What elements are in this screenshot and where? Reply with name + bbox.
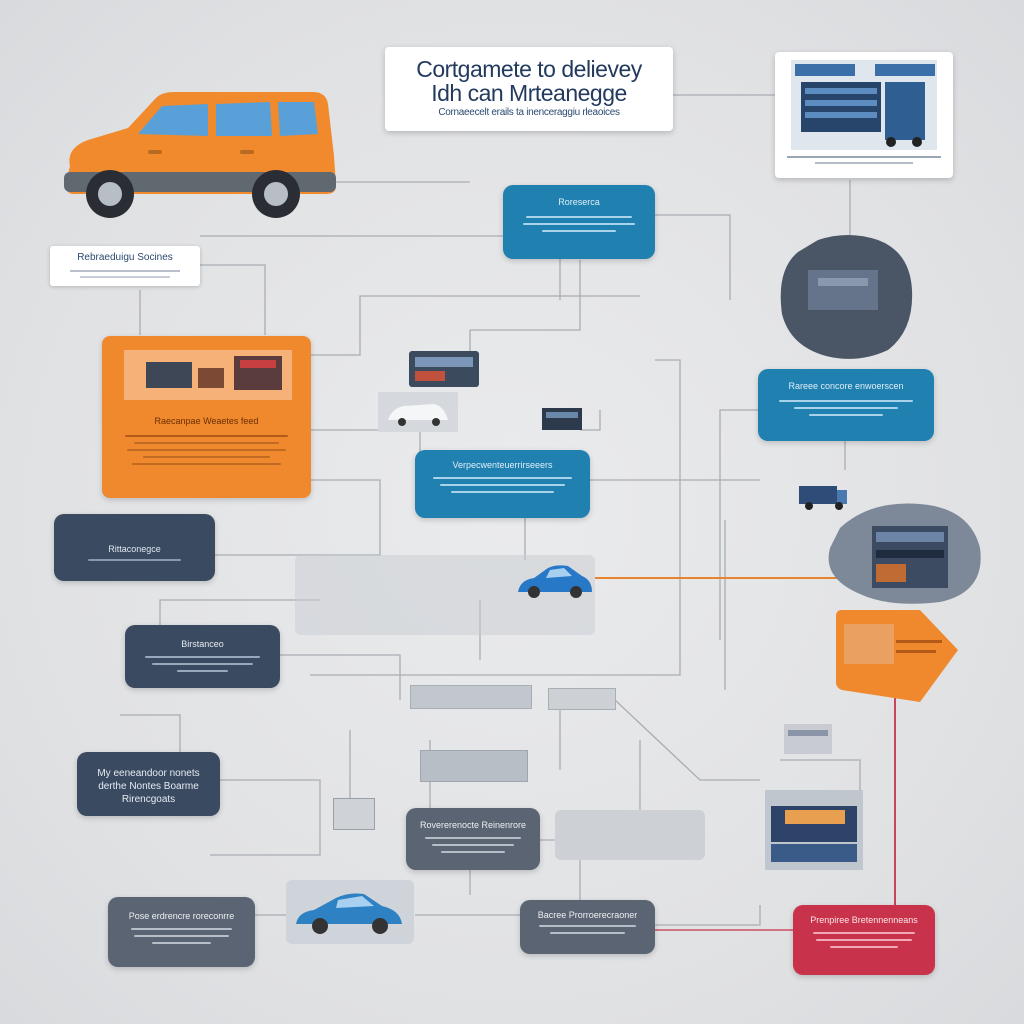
- small-box: [333, 798, 375, 830]
- node-gray-bottom-left-label: Pose erdrencre roreconrre: [128, 911, 235, 921]
- title-line-1: Cortgamete to delievey: [416, 56, 642, 82]
- side-label-card: Rebraeduigu Socines: [50, 246, 200, 286]
- node-navy-left-1[interactable]: Rittaconegce: [54, 514, 215, 581]
- node-navy-left-2-label: Birstanceo: [181, 639, 224, 649]
- orange-arrow-node: [836, 610, 958, 702]
- node-blue-center-label: Verpecwenteuerrirseeers: [452, 460, 553, 470]
- node-orange-panel[interactable]: Raecanpae Weaetes feed: [102, 336, 311, 498]
- node-navy-left-2[interactable]: Birstanceo: [125, 625, 280, 688]
- gray-bar-right: [548, 688, 616, 710]
- van-illustration: [64, 92, 336, 218]
- title-line-2: Idh can Mrteanegge: [431, 80, 627, 106]
- node-gray-bottom-left[interactable]: Pose erdrencre roreconrre: [108, 897, 255, 967]
- node-blue-center[interactable]: Verpecwenteuerrirseeers: [415, 450, 590, 518]
- node-orange-panel-label: Raecanpae Weaetes feed: [154, 416, 259, 426]
- node-navy-left-3[interactable]: My eeneandoor nonets derthe Nontes Boarm…: [77, 752, 220, 816]
- node-navy-left-1-label: Rittaconegce: [108, 544, 161, 554]
- machinery-card: [775, 52, 953, 178]
- gray-bar-center: [420, 750, 528, 782]
- factory-thumbnail: [765, 790, 863, 870]
- gray-bar-left: [410, 685, 532, 709]
- node-blue-top[interactable]: Roreserca: [503, 185, 655, 259]
- equipment-thumbnail: [146, 356, 282, 390]
- gray-cloud-shape: [828, 503, 981, 604]
- title-subtitle: Cornaeecelt erails ta inenceraggiu rleao…: [438, 107, 620, 118]
- node-gray-center-label: Rovererenocte Reinenrore: [419, 820, 527, 830]
- car-thumbnail-white: [378, 392, 458, 432]
- blue-car-thumbnail: [518, 565, 592, 598]
- side-label-text: Rebraeduigu Socines: [77, 252, 173, 263]
- server-thumbnail: [784, 724, 832, 754]
- node-navy-left-3-line3: Rirencgoats: [121, 794, 176, 805]
- node-gray-bottom-center-label: Bacree Prorroerecraoner: [537, 910, 638, 920]
- node-red-bottom-right-label: Prenpiree Bretennenneans: [810, 915, 918, 925]
- title-card: Cortgamete to delievey Idh can Mrteanegg…: [385, 47, 673, 131]
- blue-sedan-thumbnail: [296, 893, 402, 934]
- center-ghost-panel: [295, 555, 595, 635]
- semi-truck-thumbnail: [799, 486, 847, 510]
- node-red-bottom-right[interactable]: Prenpiree Bretennenneans: [793, 905, 935, 975]
- node-blue-right-label: Rareee concore enwoerscen: [788, 381, 904, 391]
- node-navy-left-3-line2: derthe Nontes Boarme: [98, 781, 199, 792]
- gray-box-right: [555, 810, 705, 860]
- node-blue-right[interactable]: Rareee concore enwoerscen: [758, 369, 934, 441]
- truck-thumbnail: [409, 351, 479, 387]
- node-navy-left-3-line1: My eeneandoor nonets: [97, 768, 200, 779]
- dark-cloud-shape: [780, 235, 913, 359]
- device-thumbnail: [542, 408, 582, 430]
- node-gray-center[interactable]: Rovererenocte Reinenrore: [406, 808, 540, 870]
- machinery-illustration: [787, 60, 941, 164]
- node-gray-bottom-center[interactable]: Bacree Prorroerecraoner: [520, 900, 655, 954]
- node-blue-top-label: Roreserca: [558, 197, 600, 207]
